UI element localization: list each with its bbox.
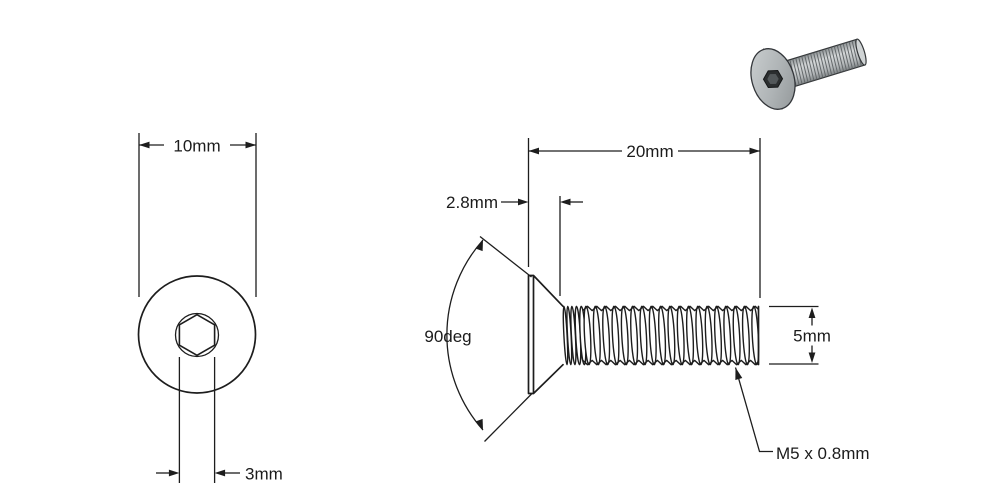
dim-arrow	[560, 199, 571, 206]
leader-line	[736, 368, 774, 452]
head-profile	[529, 276, 564, 394]
side-view: 20mm 2.8mm 90deg 5mm	[424, 138, 869, 463]
dim-arrow	[139, 142, 150, 149]
dim-arrow	[529, 148, 540, 155]
hex-socket-outline	[179, 315, 214, 356]
socket-circle	[176, 314, 219, 357]
dim-arrow	[215, 470, 226, 477]
head-height-label: 2.8mm	[446, 193, 498, 212]
overall-length-label: 20mm	[626, 142, 673, 161]
angle-leg	[485, 394, 532, 442]
countersink-angle-label: 90deg	[424, 327, 471, 346]
dim-arrow	[809, 353, 816, 364]
head-diameter-label: 10mm	[173, 137, 220, 156]
dim-countersink-angle: 90deg	[424, 237, 531, 442]
thread-diameter-label: 5mm	[793, 327, 831, 346]
thread-spec-label: M5 x 0.8mm	[776, 444, 870, 463]
angle-leg	[480, 237, 532, 278]
head-outline-circle	[139, 276, 256, 393]
dim-arrow	[169, 470, 180, 477]
dim-arrow	[750, 148, 761, 155]
dim-arrow	[518, 199, 529, 206]
dim-socket-size: 3mm	[156, 357, 283, 484]
socket-size-label: 3mm	[245, 465, 283, 484]
dim-overall-length: 20mm	[529, 138, 761, 298]
leader-arrow	[732, 367, 742, 381]
dim-arrow	[809, 308, 816, 319]
dim-arrow	[246, 142, 257, 149]
leader-thread-spec: M5 x 0.8mm	[732, 367, 869, 463]
screw-3d-thumbnail	[744, 21, 873, 114]
front-view: 10mm 3mm	[139, 133, 283, 484]
dim-thread-diameter: 5mm	[769, 307, 831, 365]
dim-head-height: 2.8mm	[446, 193, 583, 296]
dim-head-diameter: 10mm	[139, 133, 256, 297]
thread-profile	[562, 306, 759, 365]
dim-arrow	[476, 419, 487, 432]
